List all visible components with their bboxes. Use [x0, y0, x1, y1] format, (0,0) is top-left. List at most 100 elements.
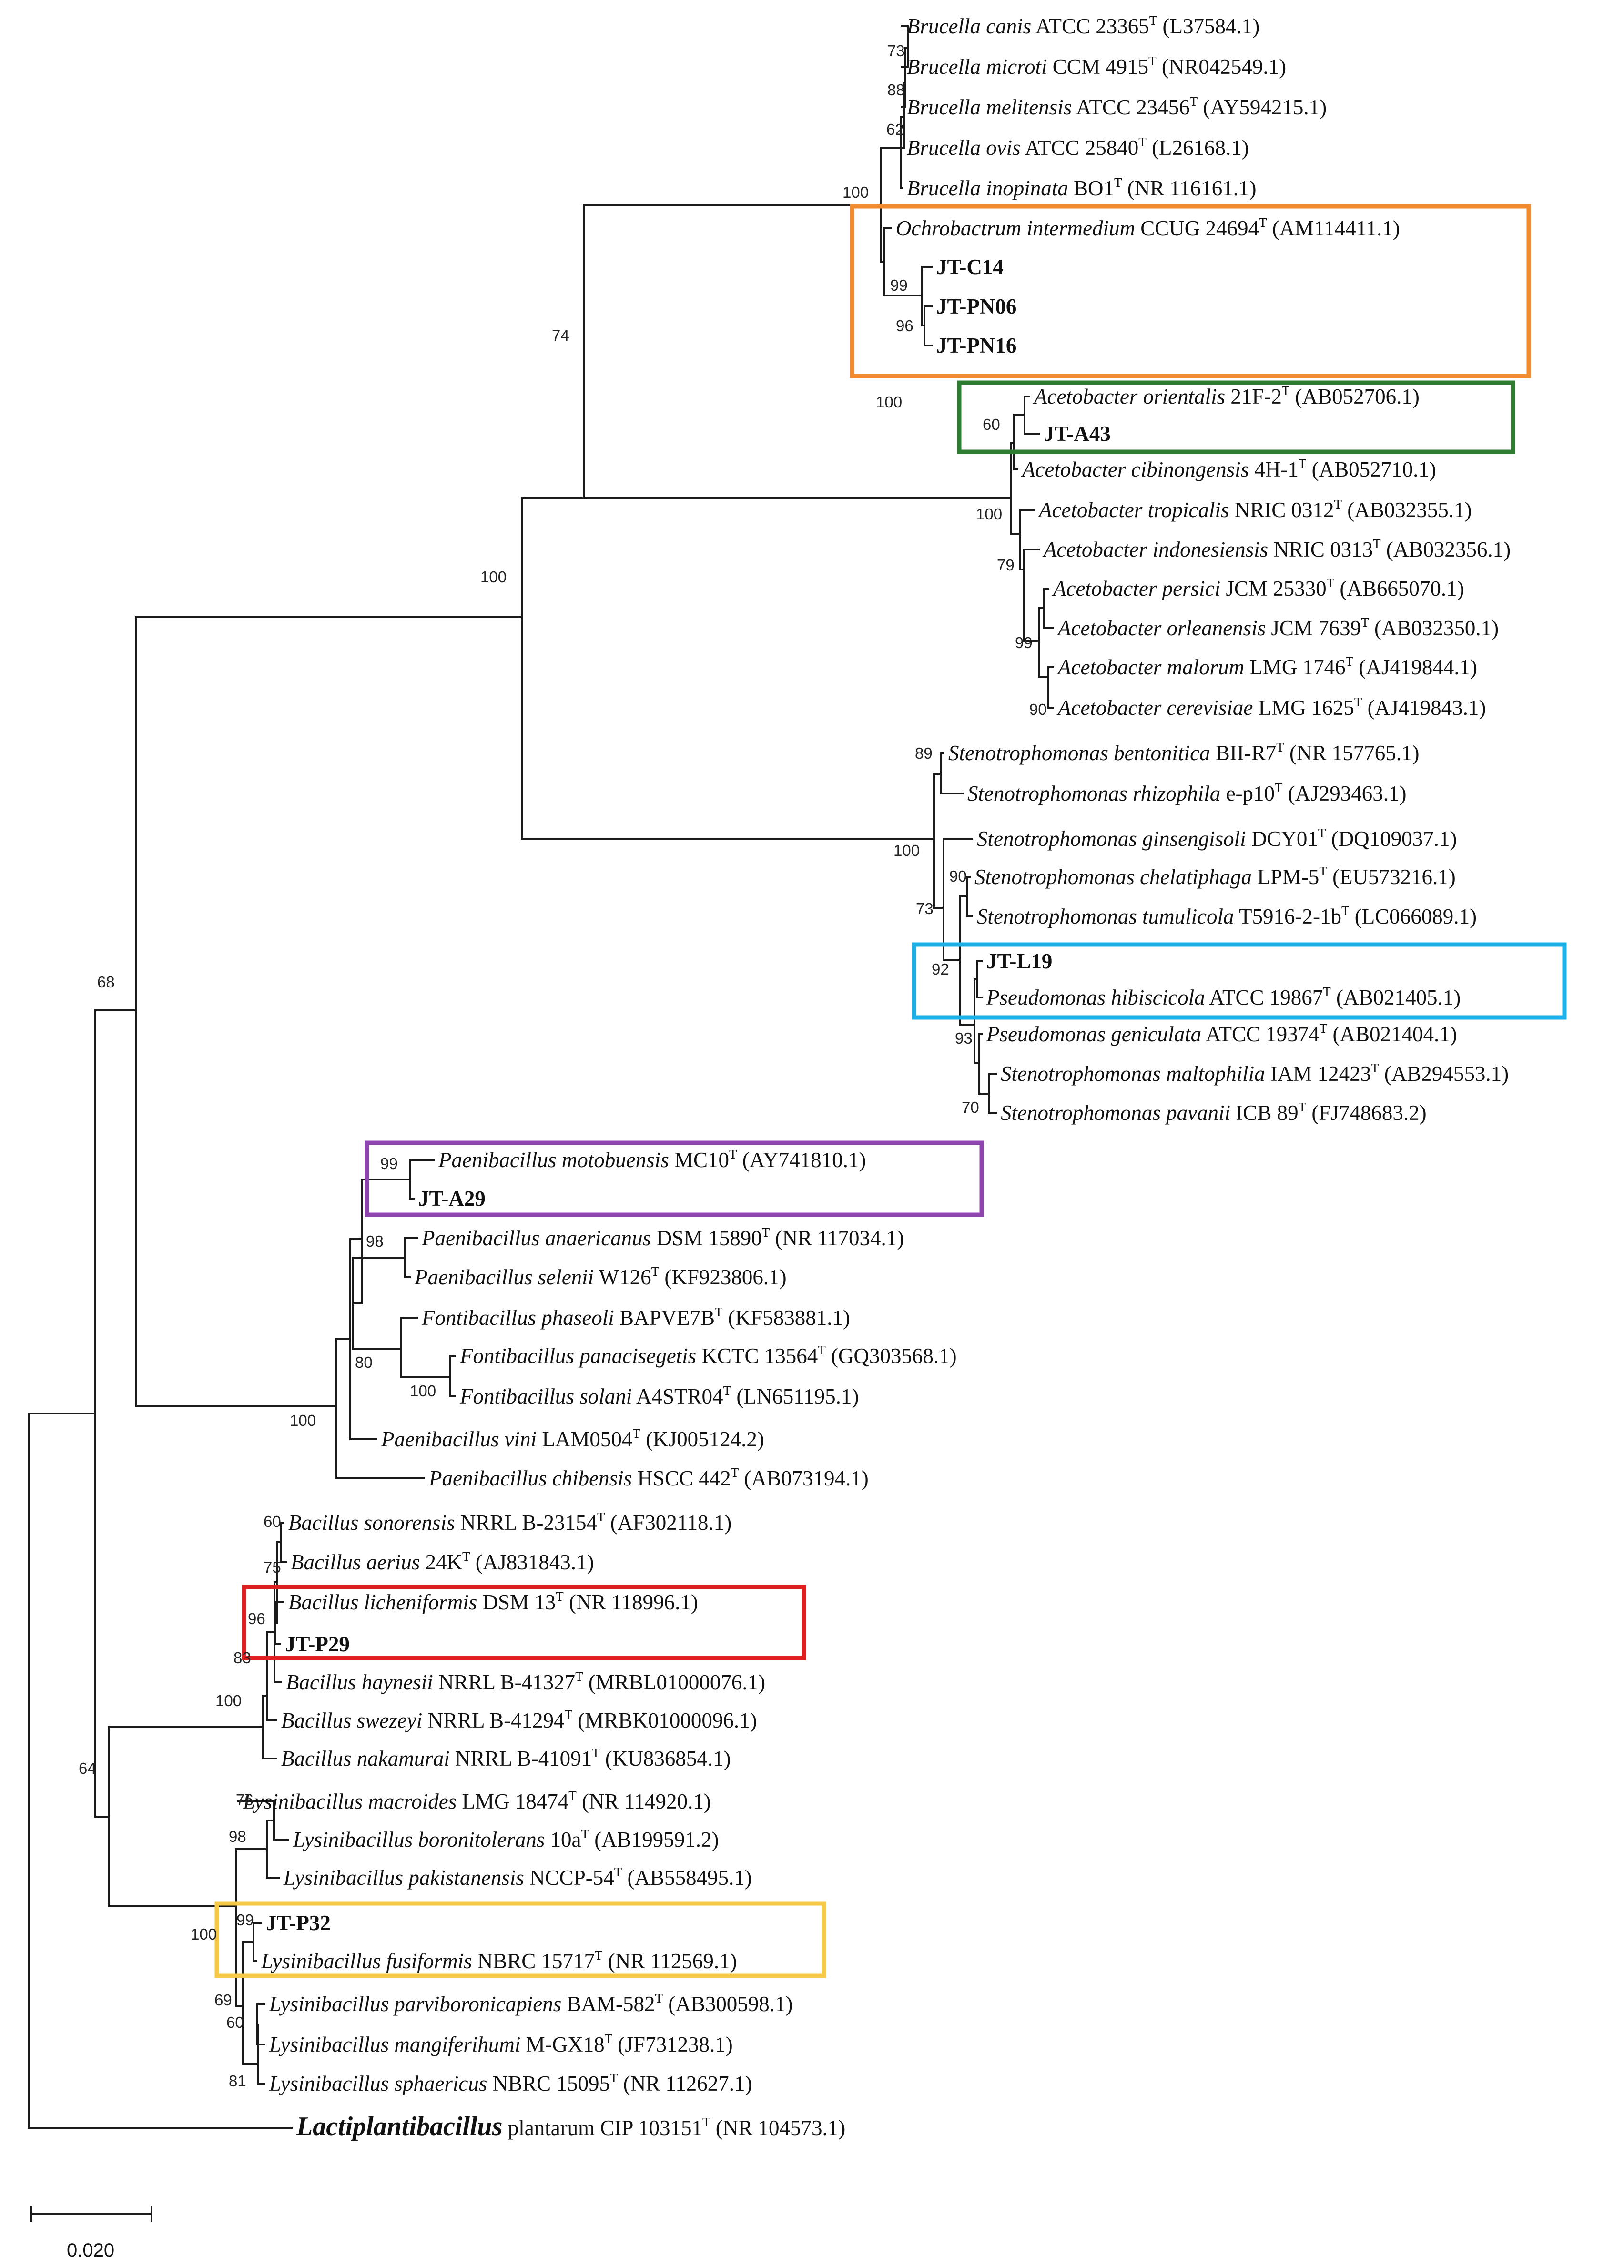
taxon-label-32: Paenibacillus selenii W126T (KF923806.1) [414, 1264, 787, 1289]
scale-bar-label: 0.020 [67, 2240, 114, 2261]
taxon-label-21: Stenotrophomonas ginsengisoli DCY01T (DQ… [977, 826, 1457, 851]
bootstrap-value-26: 100 [290, 1412, 316, 1429]
taxon-label-16: Acetobacter orleanensis JCM 7639T (AB032… [1056, 615, 1499, 640]
taxon-label-4: Brucella ovis ATCC 25840T (L26168.1) [907, 135, 1249, 160]
bootstrap-value-13: 90 [1029, 701, 1047, 718]
highlight-box-orange [850, 204, 1531, 378]
bootstrap-value-36: 99 [236, 1911, 254, 1929]
taxon-label-34: Fontibacillus panacisegetis KCTC 13564T … [459, 1343, 957, 1368]
bootstrap-value-5: 99 [890, 276, 908, 294]
bootstrap-value-6: 96 [896, 317, 914, 335]
taxon-label-53: Lactiplantibacillus plantarum CIP 103151… [296, 2112, 845, 2141]
taxon-label-37: Paenibacillus chibensis HSCC 442T (AB073… [428, 1465, 869, 1490]
taxon-label-33: Fontibacillus phaseoli BAPVE7BT (KF58388… [421, 1305, 850, 1330]
taxon-label-47: Lysinibacillus pakistanensis NCCP-54T (A… [283, 1865, 752, 1890]
taxon-label-38: Bacillus sonorensis NRRL B-23154T (AF302… [288, 1510, 731, 1535]
taxon-label-31: Paenibacillus anaericanus DSM 15890T (NR… [421, 1225, 904, 1250]
bootstrap-value-16: 100 [893, 842, 920, 859]
bootstrap-value-38: 69 [214, 1991, 232, 2009]
bootstrap-value-3: 62 [886, 121, 904, 138]
highlight-box-green [957, 380, 1515, 454]
taxon-label-24: JT-L19 [986, 949, 1052, 973]
taxon-label-36: Paenibacillus vini LAM0504T (KJ005124.2) [381, 1426, 764, 1451]
scale-bar: 0.020 [30, 2206, 152, 2261]
bootstrap-value-8: 100 [480, 568, 507, 586]
taxon-label-19: Stenotrophomonas bentonitica BII-R7T (NR… [948, 740, 1420, 765]
highlight-boxes [214, 204, 1567, 1978]
bootstrap-value-14: 100 [876, 393, 902, 411]
taxon-label-39: Bacillus aerius 24KT (AJ831843.1) [291, 1549, 594, 1574]
bootstrap-values: 73 88 62 100 99 96 74 100 60 100 79 99 90 100 89 100 90 7… [79, 42, 1047, 2090]
bootstrap-value-7: 74 [552, 326, 569, 344]
bootstrap-value-32: 100 [215, 1692, 242, 1709]
bootstrap-value-21: 70 [962, 1098, 979, 1116]
taxon-label-9: JT-PN16 [936, 334, 1016, 357]
bootstrap-value-11: 79 [997, 556, 1015, 574]
taxon-label-45: Lysinibacillus macroides LMG 18474T (NR … [243, 1789, 711, 1813]
taxon-label-42: Bacillus haynesii NRRL B-41327T (MRBL010… [286, 1669, 765, 1694]
taxon-label-8: JT-PN06 [936, 295, 1016, 318]
bootstrap-value-19: 92 [932, 960, 949, 978]
bootstrap-value-25: 100 [410, 1382, 436, 1400]
taxon-label-14: Acetobacter indonesiensis NRIC 0313T (AB… [1042, 537, 1511, 561]
taxon-label-20: Stenotrophomonas rhizophila e-p10T (AJ29… [967, 781, 1407, 805]
bootstrap-value-1: 73 [887, 42, 905, 60]
taxon-label-12: Acetobacter cibinongensis 4H-1T (AB05271… [1021, 457, 1436, 481]
taxon-label-48: JT-P32 [266, 1911, 331, 1935]
highlight-box-blue [912, 942, 1567, 1020]
taxon-label-25: Pseudomonas hibiscicola ATCC 19867T (AB0… [986, 985, 1461, 1009]
bootstrap-value-37: 100 [191, 1925, 217, 1943]
taxon-label-26: Pseudomonas geniculata ATCC 19374T (AB02… [986, 1021, 1457, 1046]
taxon-label-15: Acetobacter persici JCM 25330T (AB665070… [1052, 576, 1464, 600]
bootstrap-value-18: 73 [916, 900, 934, 917]
taxon-label-44: Bacillus nakamurai NRRL B-41091T (KU8368… [281, 1746, 731, 1770]
bootstrap-value-2: 88 [887, 81, 905, 99]
tree-branches [28, 25, 1054, 2129]
bootstrap-value-28: 60 [264, 1513, 281, 1530]
taxon-label-29: Paenibacillus motobuensis MC10T (AY74181… [438, 1147, 866, 1172]
taxon-label-17: Acetobacter malorum LMG 1746T (AJ419844.… [1056, 654, 1477, 679]
taxon-label-28: Stenotrophomonas pavanii ICB 89T (FJ7486… [1001, 1100, 1427, 1125]
bootstrap-value-31: 83 [233, 1649, 251, 1667]
bootstrap-value-4: 100 [842, 183, 869, 201]
taxon-label-6: Ochrobactrum intermedium CCUG 24694T (AM… [896, 215, 1400, 240]
taxon-label-51: Lysinibacillus mangiferihumi M-GX18T (JF… [269, 2032, 733, 2056]
taxon-label-23: Stenotrophomonas tumulicola T5916-2-1bT … [977, 904, 1477, 928]
bootstrap-value-22: 99 [380, 1155, 398, 1172]
taxon-label-30: JT-A29 [418, 1187, 486, 1210]
taxon-label-3: Brucella melitensis ATCC 23456T (AY59421… [907, 94, 1327, 119]
taxon-label-18: Acetobacter cerevisiae LMG 1625T (AJ4198… [1056, 695, 1486, 720]
bootstrap-value-17: 90 [949, 867, 967, 885]
taxon-label-22: Stenotrophomonas chelatiphaga LPM-5T (EU… [974, 864, 1456, 889]
taxon-labels: Brucella canis ATCC 23365T (L37584.1) Bru… [243, 13, 1511, 2141]
taxon-label-2: Brucella microti CCM 4915T (NR042549.1) [907, 54, 1286, 79]
taxon-label-50: Lysinibacillus parviboronicapiens BAM-58… [269, 1991, 792, 2016]
taxon-label-46: Lysinibacillus boronitolerans 10aT (AB19… [293, 1827, 719, 1851]
bootstrap-value-9: 60 [983, 416, 1000, 433]
taxon-label-35: Fontibacillus solani A4STR04T (LN651195.… [459, 1383, 859, 1408]
bootstrap-value-33: 76 [236, 1791, 254, 1809]
bootstrap-value-10: 100 [976, 505, 1002, 523]
highlight-box-purple [365, 1140, 984, 1217]
taxon-label-13: Acetobacter tropicalis NRIC 0312T (AB032… [1037, 497, 1472, 522]
bootstrap-value-15: 89 [915, 744, 933, 762]
bootstrap-value-20: 93 [955, 1029, 973, 1047]
bootstrap-value-34: 98 [229, 1828, 246, 1845]
taxon-label-52: Lysinibacillus sphaericus NBRC 15095T (N… [269, 2071, 752, 2095]
bootstrap-value-39: 81 [229, 2072, 246, 2090]
highlight-box-red [242, 1585, 806, 1660]
taxon-label-5: Brucella inopinata BO1T (NR 116161.1) [907, 175, 1257, 200]
bootstrap-value-24: 80 [355, 1353, 373, 1371]
taxon-label-43: Bacillus swezeyi NRRL B-41294T (MRBK0100… [281, 1708, 757, 1732]
bootstrap-value-40: 64 [79, 1759, 96, 1777]
taxon-label-49: Lysinibacillus fusiformis NBRC 15717T (N… [261, 1948, 737, 1973]
highlight-box-yellow [214, 1901, 826, 1978]
bootstrap-value-29: 75 [264, 1558, 281, 1576]
bootstrap-value-35: 60 [226, 2014, 244, 2031]
taxon-label-1: Brucella canis ATCC 23365T (L37584.1) [907, 13, 1259, 38]
taxon-label-41: JT-P29 [285, 1632, 350, 1656]
taxon-label-10: Acetobacter orientalis 21F-2T (AB052706.… [1033, 384, 1420, 408]
taxon-label-7: JT-C14 [936, 255, 1004, 279]
taxon-label-40: Bacillus licheniformis DSM 13T (NR 11899… [288, 1589, 698, 1614]
